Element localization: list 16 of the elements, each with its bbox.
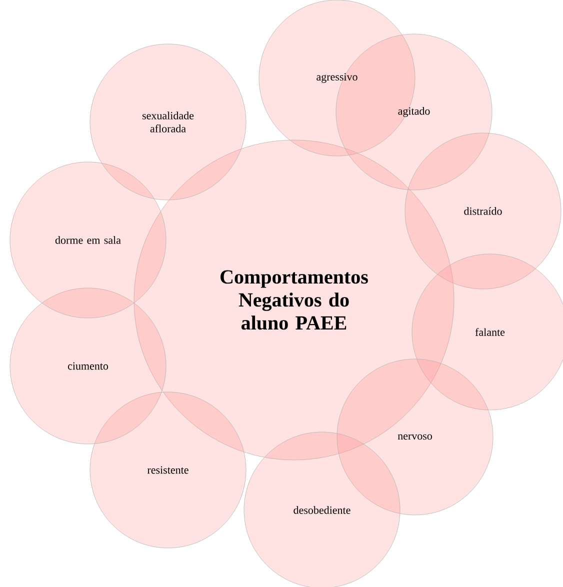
circle-label: ciumento — [68, 362, 108, 370]
circle-label: distraído — [464, 207, 502, 215]
topic-circle — [10, 162, 166, 318]
circle-label: desobediente — [294, 506, 350, 514]
topic-circle — [412, 254, 563, 410]
topic-circle — [90, 44, 246, 200]
circle-label: agressivo — [316, 73, 358, 83]
circle-label: Comportamentos Negativos do aluno PAEE — [220, 270, 368, 330]
circle-label: nervoso — [398, 434, 432, 440]
circle-label: sexualidade aflorada — [142, 112, 194, 132]
circle-label: agitado — [398, 107, 430, 117]
topic-circle — [90, 392, 246, 548]
circle-label: falante — [475, 328, 505, 336]
circle-label: dorme em sala — [55, 236, 121, 244]
topic-circle — [404, 132, 562, 290]
circle-label: resistente — [147, 466, 188, 474]
